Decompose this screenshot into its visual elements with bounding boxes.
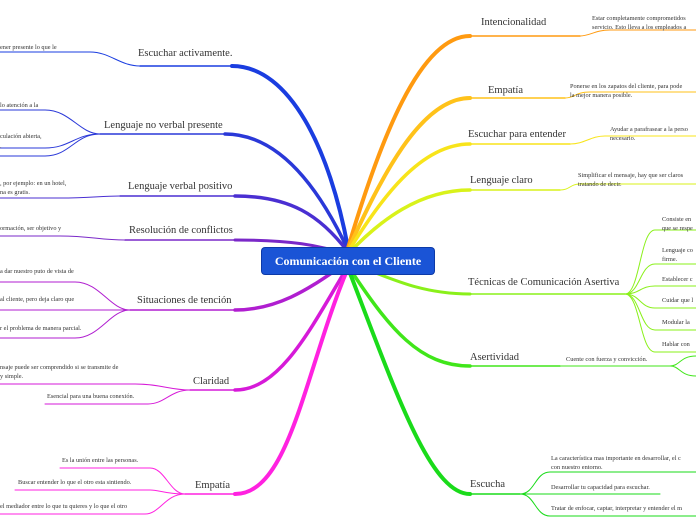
sub-verbal [0,195,121,199]
subtopic-tension-3[interactable]: r el problema de manera parcial. [0,325,82,332]
subtopic-empatia-3[interactable]: el mediador entre lo que tu quieres y lo… [0,503,128,510]
subtopic-escuchar-entender-1[interactable]: Ayudar a parafrasear a la perso necesari… [610,126,688,143]
sub-empatia-3 [0,493,186,515]
sub-tecnicas-6 [624,293,696,353]
sub-escuchar-entender [569,135,696,145]
subtopic-empatia-right-line-a: Ponerse en los zapatos del cliente, para… [570,83,683,90]
sub-escuchar [0,51,141,67]
subtopic-empatia-2[interactable]: Buscar entender lo que el otro esta sint… [18,479,132,486]
branch-noverbal [223,132,350,252]
subtopic-tecnicas-1-line-b: que se respe [662,224,693,232]
topic-resolucion-conflictos[interactable]: Resolución de conflictos [129,225,233,236]
sub-tecnicas-4 [624,293,696,309]
sub-escucha-1 [519,471,696,495]
topic-escucha[interactable]: Escucha [470,479,505,490]
sub-conflictos [0,235,126,241]
subtopic-tecnicas-4[interactable]: Cuidar que l [662,297,694,304]
topic-lenguaje-verbal[interactable]: Lenguaje verbal positivo [128,181,233,192]
sub-lenguaje-claro [559,183,696,191]
topic-empatia-left[interactable]: Empatía [195,480,230,491]
sub-tecnicas-2 [624,263,696,295]
subtopic-verbal-1[interactable]: , por ejemplo: en un hotel, [0,180,67,187]
sub-escucha-3 [519,493,696,517]
topic-situaciones-tension[interactable]: Situaciones de tención [137,295,232,306]
subtopic-lenguaje-claro-line-a: Simplificar el mensaje, hay que ser clar… [578,172,684,179]
subtopic-intencionalidad-1-line-a: Estar completamente comprometidos [592,15,686,22]
topic-lenguaje-claro[interactable]: Lenguaje claro [470,175,533,186]
subtopic-empatia-right-1[interactable]: Ponerse en los zapatos del cliente, para… [570,83,682,100]
topic-empatia-right[interactable]: Empatía [488,85,523,96]
subtopic-intencionalidad-1[interactable]: Estar completamente comprometidos servic… [592,15,686,32]
topic-lenguaje-no-verbal[interactable]: Lenguaje no verbal presente [104,120,223,131]
sub-asertividad-fork-2 [669,365,696,377]
subtopic-escucha-1-line-a: La característica mas importante en desa… [551,455,681,462]
branch-asertividad [346,264,472,368]
sub-empatia-2 [14,489,186,495]
subtopic-noverbal-1[interactable]: lo atención a la [0,102,39,109]
subtopic-tension-1[interactable]: a dar nuestro puto de vista de [0,268,74,275]
subtopic-tension-2[interactable]: al cliente, pero deja claro que [0,296,75,303]
subtopic-escucha-2[interactable]: Desarrollar tu capacidad para escuchar. [551,484,650,491]
topic-claridad[interactable]: Claridad [193,376,230,387]
branch-verbal [233,194,350,254]
subtopic-claridad-2[interactable]: Esencial para una buena conexión. [47,393,135,400]
sub-tecnicas-5 [624,293,696,331]
subtopic-escucha-1[interactable]: La característica mas importante en desa… [551,455,681,472]
subtopic-lenguaje-claro-line-b: tratando de decir. [578,180,622,188]
subtopic-escuchar-1[interactable]: ener presente lo que le [0,44,57,51]
topic-escuchar-para-entender[interactable]: Escuchar para entender [468,129,566,140]
subtopic-escucha-3[interactable]: Tratar de enfocar, captar, interpretar y… [551,505,683,512]
subtopic-asertividad-1[interactable]: Cuente con fuerza y convicción. [566,356,648,363]
subtopic-lenguaje-claro-1[interactable]: Simplificar el mensaje, hay que ser clar… [578,172,683,189]
sub-tecnicas-1 [624,229,696,295]
subtopic-intencionalidad-1-line-b: servicio. Esto lleva a los empleados a [592,23,687,31]
subtopic-claridad-1-line-a: nsaje puede ser comprendido si se transm… [0,364,119,371]
sub-tecnicas-3 [624,285,696,295]
subtopic-escuchar-entender-line-a: Ayudar a parafrasear a la perso [610,126,688,133]
branch-escuchar-activamente [230,64,350,250]
sub-tension-3 [0,309,131,339]
sub-noverbal-3 [0,133,101,157]
branch-empatia-left [233,266,350,496]
subtopic-noverbal-3[interactable]: . [0,143,2,150]
subtopic-verbal-2[interactable]: na es gratis. [0,189,30,196]
sub-intencionalidad [579,29,696,37]
subtopic-tecnicas-3[interactable]: Establecer c [662,276,693,283]
sub-asertividad-fork-1 [669,355,696,367]
subtopic-tecnicas-2[interactable]: Lenguaje co firme. [662,247,693,264]
topic-intencionalidad[interactable]: Intencionalidad [481,17,547,28]
topic-tecnicas-comunicacion-asertiva[interactable]: Técnicas de Comunicación Asertiva [468,277,620,288]
sub-tension-1 [0,281,131,311]
branch-escuchar-entender [346,142,472,254]
branch-lenguaje-claro [346,188,472,256]
central-topic[interactable]: Comunicación con el Cliente [262,248,434,274]
subtopic-tecnicas-1-line-a: Consiste en [662,216,692,223]
subtopic-claridad-1-line-b: y simple. [0,372,24,380]
subtopic-empatia-right-line-b: la mejor manera posible. [570,91,633,99]
subtopic-tecnicas-6[interactable]: Hablar con [662,341,690,348]
subtopic-tecnicas-1[interactable]: Consiste en que se respe [662,216,693,233]
branch-escucha [346,266,472,496]
subtopic-claridad-1[interactable]: nsaje puede ser comprendido si se transm… [0,364,118,381]
subtopic-empatia-1[interactable]: Es la unión entre las personas. [62,457,139,464]
topic-escuchar-activamente[interactable]: Escuchar activamente. [138,48,233,59]
sub-noverbal-1 [0,109,101,135]
subtopic-escucha-1-line-b: con nuestro entorno. [551,463,603,471]
sub-empatia-1 [59,467,186,495]
branch-intencionalidad [346,34,472,250]
subtopic-tecnicas-2-line-a: Lenguaje co [662,247,693,254]
sub-empatia-right [564,91,696,99]
subtopic-tecnicas-5[interactable]: Modular la [662,319,690,326]
subtopic-conflictos-1[interactable]: ormación, ser objetivo y [0,225,62,232]
subtopic-tecnicas-2-line-b: firme. [662,255,678,263]
subtopic-noverbal-2[interactable]: culación abierta, [0,133,42,140]
branch-empatia-right [346,96,472,252]
sub-claridad-1 [0,383,191,391]
topic-asertividad[interactable]: Asertividad [470,352,519,363]
branch-claridad [233,264,350,392]
subtopic-escuchar-entender-line-b: necesario. [610,134,636,142]
sub-claridad-2 [44,389,191,405]
